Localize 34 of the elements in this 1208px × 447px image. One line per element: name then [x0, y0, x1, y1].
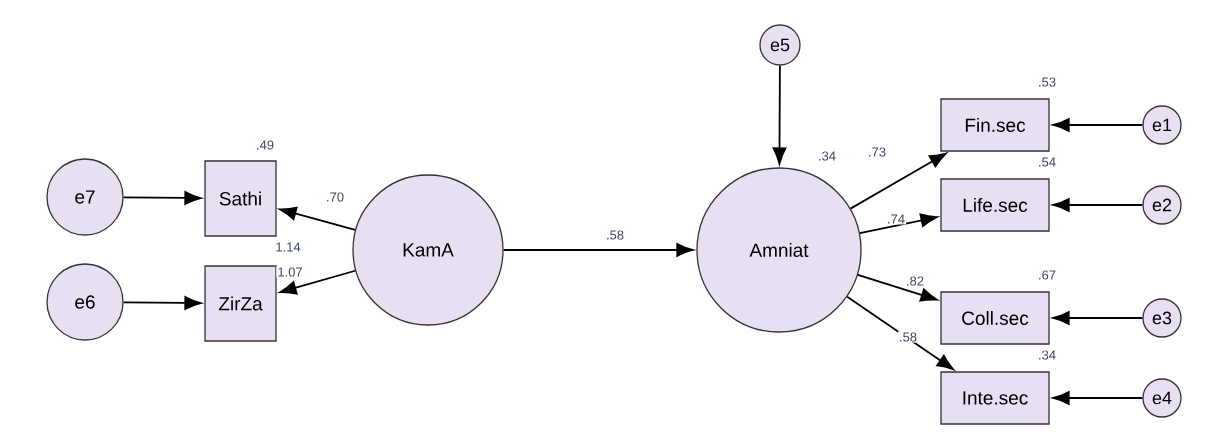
squared-correlation: .54	[1039, 157, 1056, 167]
arrow	[1052, 118, 1144, 132]
edge-label: .74	[885, 213, 907, 225]
arrow	[856, 273, 938, 302]
squared-correlation: .49	[257, 140, 274, 150]
squared-correlation: .67	[1039, 270, 1056, 280]
edge-label: .58	[604, 229, 626, 241]
arrow	[279, 269, 357, 295]
arrow	[279, 206, 356, 231]
edge-label: .70	[325, 191, 346, 203]
observed-box: Coll.sec	[940, 291, 1050, 345]
arrow	[846, 295, 954, 371]
observed-box: ZirZa	[204, 265, 277, 342]
arrow	[772, 64, 787, 165]
arrow	[1052, 391, 1144, 405]
squared-correlation: .34	[1039, 350, 1056, 360]
arrow	[1052, 198, 1144, 212]
observed-box: Sathi	[204, 160, 277, 237]
arrow	[502, 243, 694, 257]
observed-box: Fin.sec	[940, 98, 1050, 152]
arrow	[122, 191, 202, 205]
observed-box: Inte.sec	[940, 371, 1050, 425]
arrow	[859, 213, 938, 235]
edge-label: .73	[866, 146, 888, 158]
edge-label: .58	[897, 331, 919, 343]
arrow	[1052, 311, 1144, 325]
edge-label: .82	[904, 275, 926, 287]
observed-box: Life.sec	[940, 178, 1050, 232]
squared-correlation: 1.14	[276, 242, 301, 252]
squared-correlation: .34	[819, 151, 836, 161]
arrow	[122, 296, 202, 310]
arrow	[849, 152, 947, 210]
edge-label: 1.07	[276, 266, 304, 278]
squared-correlation: .53	[1039, 77, 1056, 87]
